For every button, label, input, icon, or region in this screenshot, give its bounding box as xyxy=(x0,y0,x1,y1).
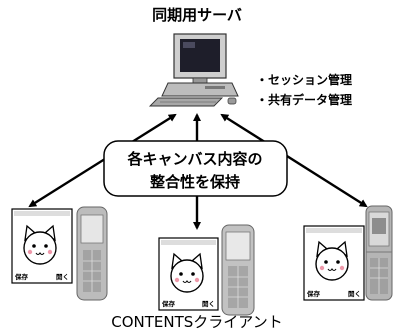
computer-icon xyxy=(148,33,239,107)
arrow-left-client xyxy=(28,113,177,208)
phone-screen: 保存 開く xyxy=(158,237,219,311)
client-right: 保存 開く xyxy=(303,205,393,301)
server-title: 同期用サーバ xyxy=(152,6,242,24)
softkey-open[interactable]: 開く xyxy=(202,299,215,308)
phone-screen: 保存 開く xyxy=(11,208,73,284)
softkey-open[interactable]: 開く xyxy=(348,289,361,298)
softkey-open[interactable]: 開く xyxy=(56,272,69,281)
server-function-shared-data: ・共有データ管理 xyxy=(256,92,352,107)
softkey-save[interactable]: 保存 xyxy=(161,299,176,308)
phone-screen: 保存 開く xyxy=(303,225,365,301)
cat-face-icon xyxy=(315,241,349,281)
client-center: 保存 開く xyxy=(158,224,255,316)
mobile-phone-icon xyxy=(76,206,108,301)
arrow-right-client xyxy=(220,113,368,208)
mobile-phone-icon xyxy=(365,205,393,301)
softkey-save[interactable]: 保存 xyxy=(14,272,29,281)
consistency-box: 各キャンバス内容の 整合性を保持 xyxy=(103,140,288,197)
consistency-line-2: 整合性を保持 xyxy=(150,173,240,191)
mobile-phone-icon xyxy=(221,224,255,316)
server-function-session: ・セッション管理 xyxy=(256,72,352,87)
consistency-line-1: 各キャンバス内容の xyxy=(126,150,262,168)
client-label: CONTENTSクライアント xyxy=(111,313,282,331)
client-left: 保存 開く xyxy=(11,206,108,301)
cat-face-icon xyxy=(23,225,57,265)
cat-face-icon xyxy=(170,253,204,293)
softkey-save[interactable]: 保存 xyxy=(306,289,321,298)
